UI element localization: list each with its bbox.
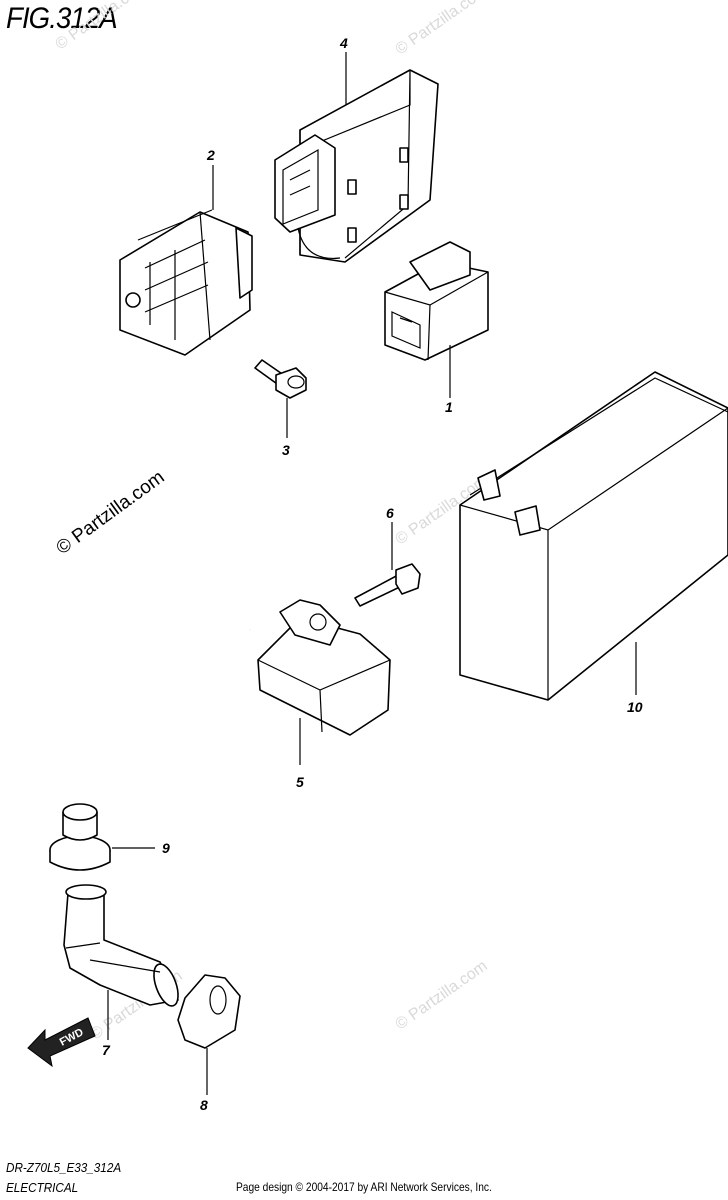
part-bolt-6[interactable] [354, 563, 421, 607]
callout-10: 10 [627, 699, 643, 715]
footer-page-design: Page design © 2004-2017 by ARI Network S… [236, 1180, 492, 1194]
part-battery-10[interactable] [459, 371, 728, 701]
callout-7: 7 [102, 1042, 111, 1058]
footer-model-code: DR-Z70L5_E33_312A [6, 1160, 122, 1175]
callout-6: 6 [386, 505, 394, 521]
footer-section: ELECTRICAL [6, 1180, 79, 1195]
part-bolt-3[interactable] [254, 359, 307, 399]
callout-8: 8 [200, 1097, 208, 1113]
watermark-main: © Partzilla.com [53, 467, 169, 559]
part-seal-8[interactable] [177, 974, 241, 1049]
part-regulator-rectifier-2[interactable] [119, 209, 253, 356]
part-grommet-9[interactable] [49, 803, 111, 871]
part-cdi-unit-4[interactable] [274, 69, 439, 263]
watermark: © Partzilla.com [393, 0, 491, 58]
callout-4: 4 [339, 35, 348, 51]
callout-3: 3 [282, 442, 290, 458]
fwd-arrow: FWD [27, 1017, 96, 1068]
callout-9: 9 [162, 840, 170, 856]
part-ignition-coil-5[interactable] [70, 592, 391, 775]
part-plug-cap-7[interactable] [63, 884, 183, 1009]
part-connector-1[interactable] [384, 241, 489, 361]
callout-5: 5 [296, 774, 304, 790]
callout-1: 1 [445, 399, 453, 415]
figure-title: FIG.312A [6, 2, 118, 35]
watermark: © Partzilla.com [393, 958, 491, 1034]
watermark: © Partzilla.com [53, 0, 151, 53]
callout-2: 2 [206, 147, 215, 163]
